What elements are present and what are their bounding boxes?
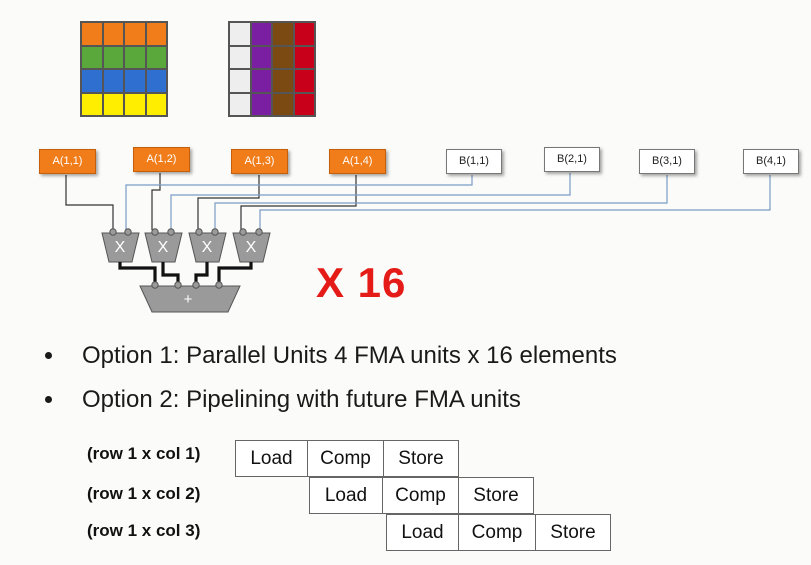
multipliers: X X X X (101, 228, 271, 263)
matrix-b-cell (272, 69, 294, 93)
matrix-a-cell (81, 22, 103, 46)
input-a-3: A(1,3) (231, 149, 288, 174)
option-1: Option 1: Parallel Units 4 FMA units x 1… (42, 339, 617, 383)
matrix-b-cell (229, 22, 251, 46)
matrix-a (80, 21, 168, 117)
options-list: Option 1: Parallel Units 4 FMA units x 1… (42, 339, 617, 427)
wire-a4 (240, 175, 357, 230)
wire-b2 (170, 173, 571, 230)
row-2-store: Store (458, 477, 534, 514)
matrix-b-cell (293, 92, 315, 116)
row-1-store: Store (383, 440, 459, 477)
matrix-b-cell (272, 22, 294, 46)
matrix-b-cell (229, 69, 251, 93)
option-2: Option 2: Pipelining with future FMA uni… (42, 383, 617, 427)
matrix-a-cell (124, 45, 146, 69)
multiplier-1: X (101, 228, 140, 263)
matrix-b-cell (293, 69, 315, 93)
wire-b3 (214, 175, 668, 230)
matrix-b-cell (293, 45, 315, 69)
input-b-1: B(1,1) (446, 149, 502, 174)
matrix-a-cell (124, 69, 146, 93)
wire-a1 (65, 175, 114, 230)
svg-text:+: + (184, 291, 193, 308)
wire-b4 (259, 175, 771, 230)
row-3-store: Store (535, 514, 611, 551)
input-a-2: A(1,2) (133, 147, 190, 172)
matrix-a-cell (102, 45, 124, 69)
mul-out-4 (217, 262, 253, 283)
wire-a2 (151, 173, 161, 230)
input-a-4: A(1,4) (329, 149, 386, 174)
pipeline-row-1-label: (row 1 x col 1) (87, 444, 201, 463)
matrix-b-cell (250, 69, 272, 93)
matrix-a-cell (145, 45, 167, 69)
row-2-load: Load (309, 477, 383, 514)
pipeline-row-2-label: (row 1 x col 2) (87, 484, 201, 503)
input-b-4: B(4,1) (743, 149, 799, 174)
matrix-b-cell (250, 45, 272, 69)
bullet-icon (45, 352, 52, 359)
repeat-label: X 16 (316, 259, 407, 306)
matrix-a-cell (102, 22, 124, 46)
matrix-a-cell (145, 69, 167, 93)
mul-out-2 (161, 262, 180, 283)
matrix-a-cell (81, 45, 103, 69)
matrix-b-cell (229, 92, 251, 116)
mul-out-3 (194, 262, 209, 283)
row-1-load: Load (235, 440, 308, 477)
matrix-b-cell (250, 22, 272, 46)
matrix-a-cell (81, 69, 103, 93)
matrix-b-cell (250, 92, 272, 116)
option-1-text: Option 1: Parallel Units 4 FMA units x 1… (82, 342, 617, 369)
wire-a3 (197, 175, 260, 230)
input-b-3: B(3,1) (639, 149, 695, 174)
multiplier-3: X (188, 228, 227, 263)
matrix-b-cell (293, 22, 315, 46)
svg-text:X: X (115, 239, 126, 256)
svg-text:X: X (158, 239, 169, 256)
matrix-a-cell (145, 22, 167, 46)
multiplier-2: X (144, 228, 183, 263)
wire-b1 (125, 175, 473, 230)
row-3-comp: Comp (458, 514, 536, 551)
input-b-2: B(2,1) (544, 147, 600, 172)
matrix-b (228, 21, 316, 117)
row-3-load: Load (386, 514, 459, 551)
matrix-a-cell (124, 22, 146, 46)
matrix-a-cell (124, 92, 146, 116)
row-2-comp: Comp (382, 477, 459, 514)
option-2-text: Option 2: Pipelining with future FMA uni… (82, 386, 521, 413)
matrix-a-cell (102, 92, 124, 116)
matrix-b-cell (272, 45, 294, 69)
mul-out-1 (118, 262, 157, 283)
multiplier-4: X (232, 228, 271, 263)
pipeline-row-3-label: (row 1 x col 3) (87, 521, 201, 540)
matrix-b-cell (272, 92, 294, 116)
input-a-1: A(1,1) (39, 149, 96, 174)
bullet-icon (45, 396, 52, 403)
adder: + (139, 281, 241, 313)
matrix-a-cell (102, 69, 124, 93)
svg-text:X: X (202, 239, 213, 256)
matrix-a-cell (145, 92, 167, 116)
matrix-a-cell (81, 92, 103, 116)
row-1-comp: Comp (307, 440, 384, 477)
svg-text:X: X (246, 239, 257, 256)
matrix-b-cell (229, 45, 251, 69)
